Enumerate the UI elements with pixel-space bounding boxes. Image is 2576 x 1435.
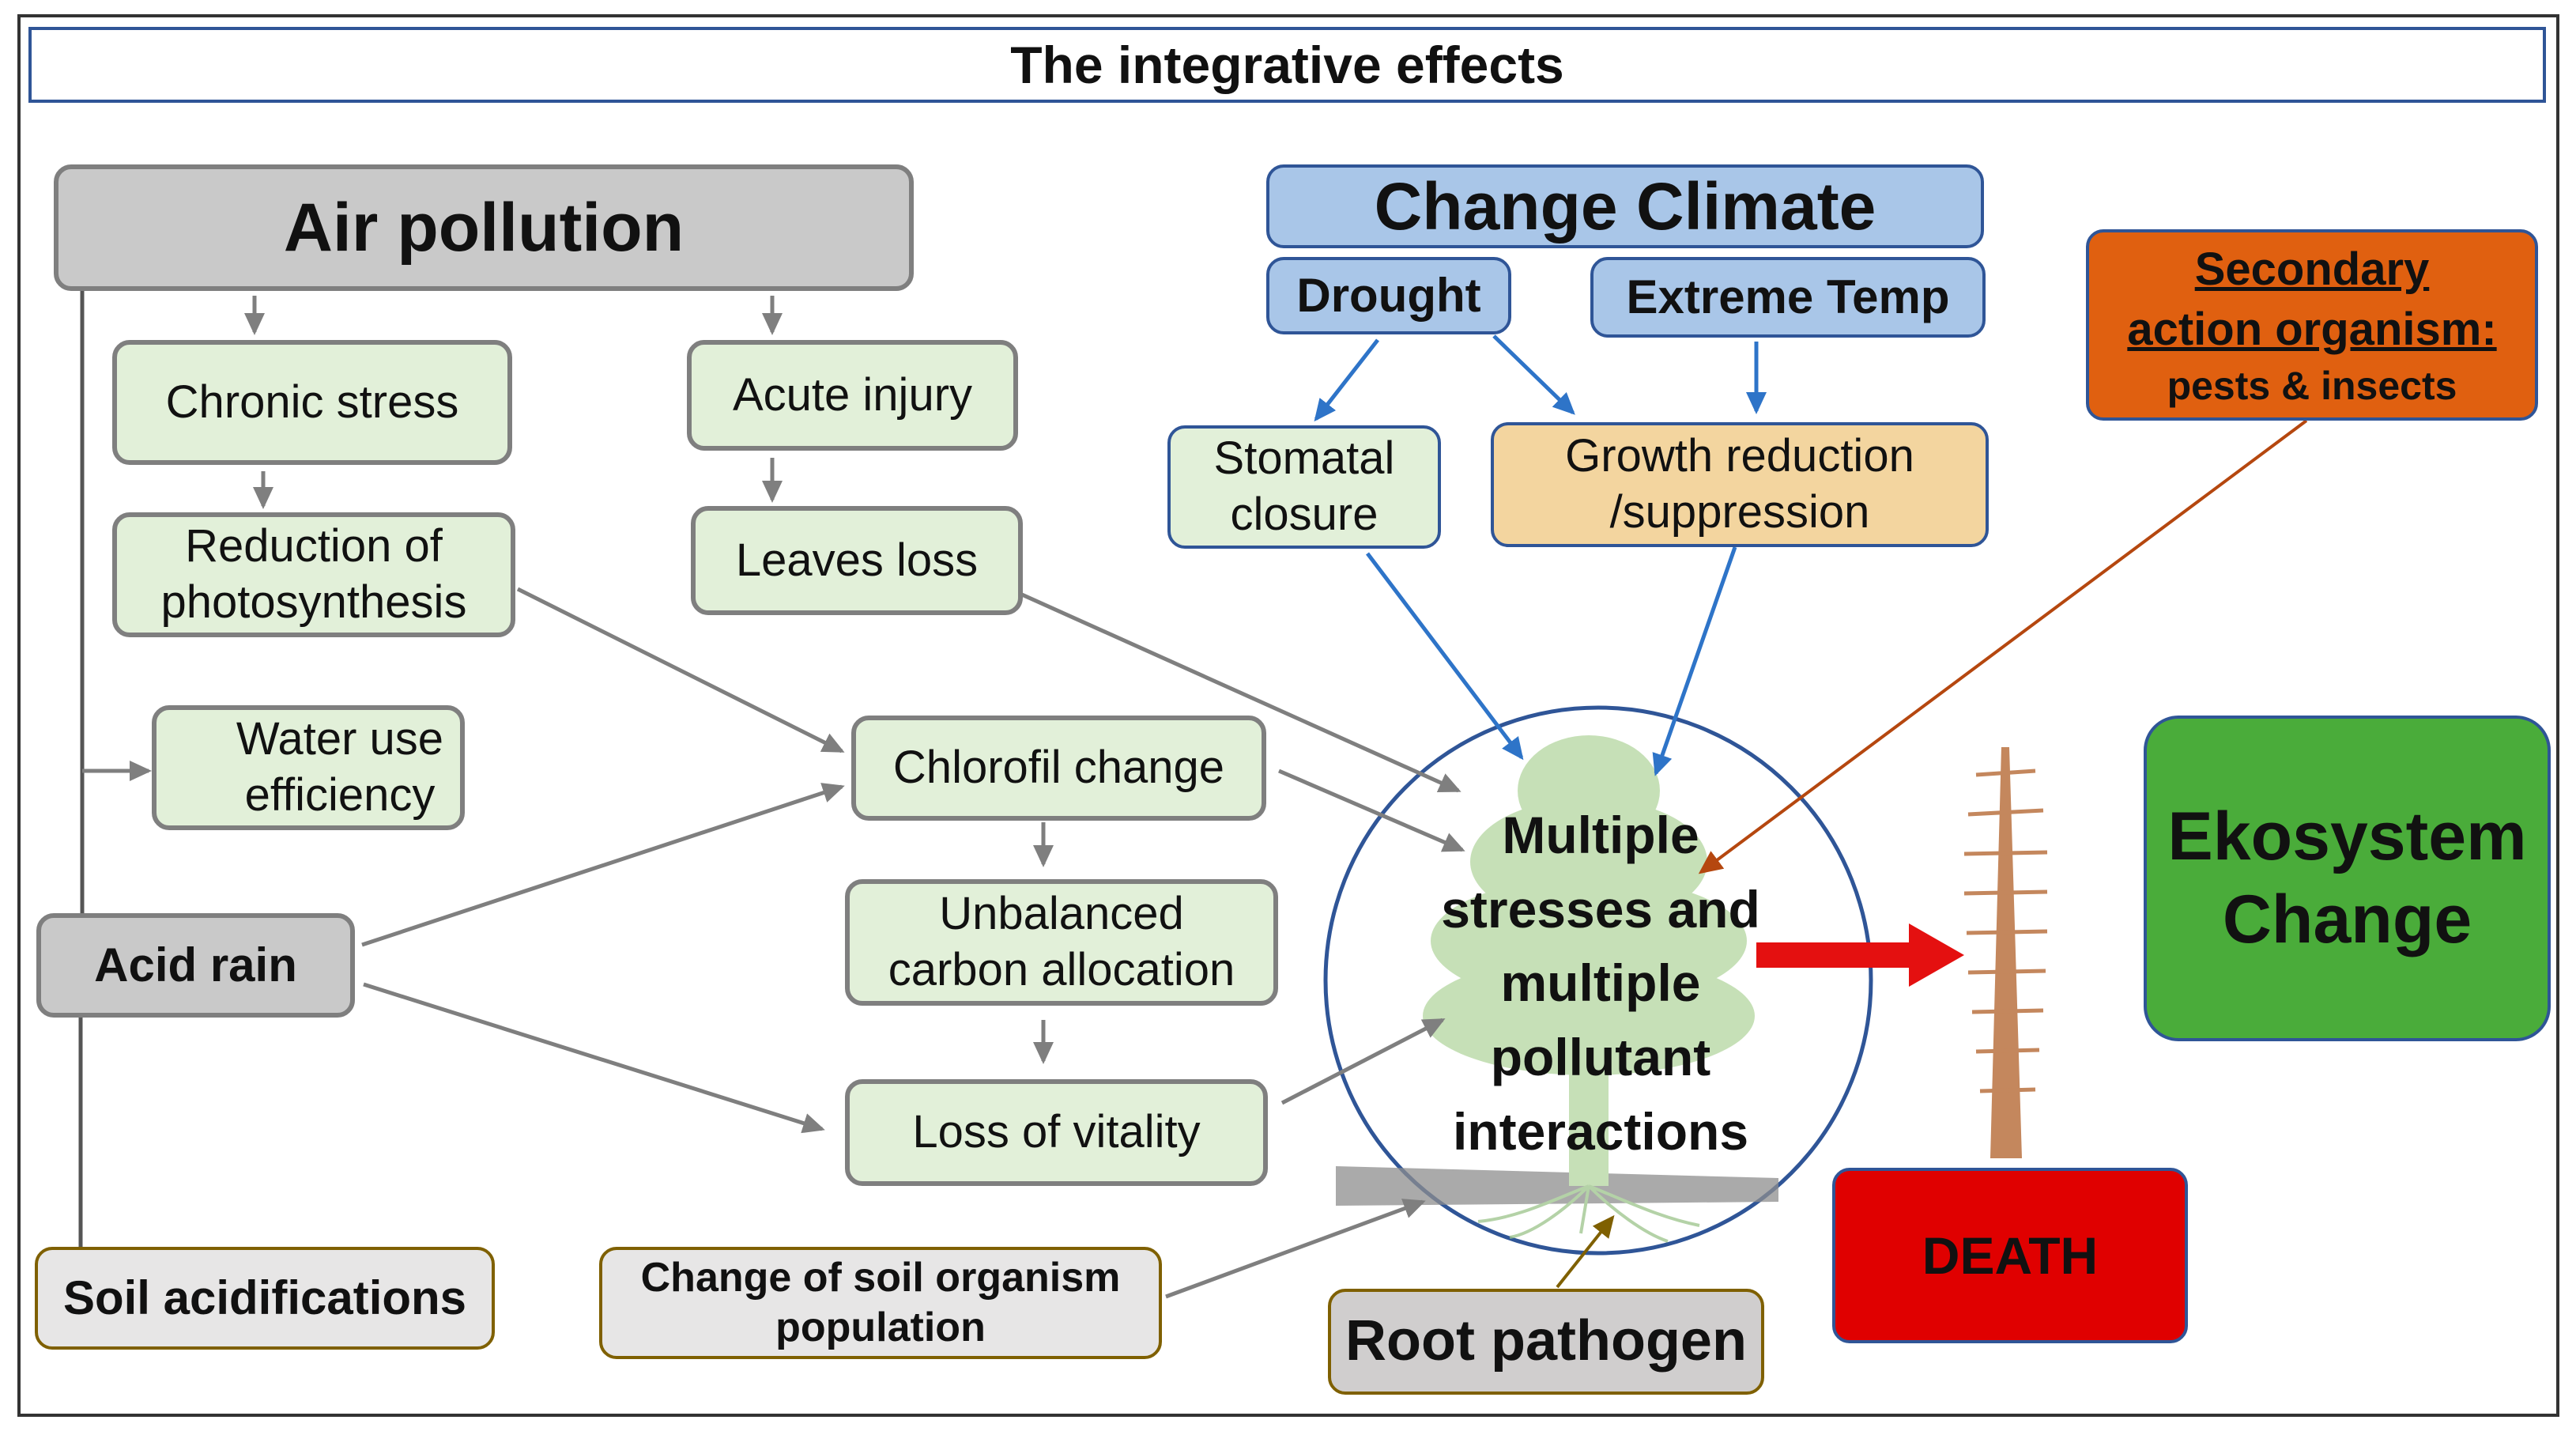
node-secondary-action-organism: Secondary action organism: pests & insec… xyxy=(2086,229,2538,421)
node-soil-acidifications: Soil acidifications xyxy=(35,1247,495,1350)
node-chronic-stress: Chronic stress xyxy=(112,340,512,465)
arrow-secondary-to-circle xyxy=(1698,419,2308,874)
node-unbalanced-carbon: Unbalanced carbon allocation xyxy=(845,879,1278,1006)
arrow-chlorofil-to-circle xyxy=(1278,768,1465,852)
node-stomatal-closure: Stomatal closure xyxy=(1167,425,1441,549)
node-ekosystem-change: Ekosystem Change xyxy=(2144,716,2551,1041)
arrow-acidrain-to-vitality xyxy=(363,982,825,1134)
arrow-acidrain-to-chlorofil xyxy=(361,783,845,947)
node-death: DEATH xyxy=(1832,1168,2188,1343)
arrow-growth-to-circle xyxy=(1652,546,1737,776)
node-change-climate: Change Climate xyxy=(1266,164,1984,248)
arrow-rootpathogen-to-circle xyxy=(1556,1214,1615,1289)
node-leaves-loss: Leaves loss xyxy=(691,506,1023,615)
secondary-title: Secondary action organism: xyxy=(2127,244,2497,355)
node-loss-of-vitality: Loss of vitality xyxy=(845,1079,1268,1186)
node-water-use-efficiency: Water use efficiency xyxy=(152,705,465,830)
arrow-to-death xyxy=(1756,923,1964,987)
arrow-drought-to-growth xyxy=(1492,334,1575,415)
arrow-vitality-to-circle xyxy=(1280,1018,1446,1105)
dead-tree-icon xyxy=(1963,747,2048,1158)
arrow-reduction-to-chlorofil xyxy=(516,587,845,753)
node-chlorofil-change: Chlorofil change xyxy=(851,716,1266,821)
node-change-soil-organism: Change of soil organism population xyxy=(599,1247,1162,1359)
secondary-subtitle: pests & insects xyxy=(2167,363,2457,408)
node-drought: Drought xyxy=(1266,257,1511,334)
node-multiple-stresses: Multiple stresses and multiple pollutant… xyxy=(1441,806,1760,1161)
outer-frame xyxy=(17,14,2559,1417)
node-acid-rain: Acid rain xyxy=(36,913,355,1018)
node-reduction-photosynthesis: Reduction of photosynthesis xyxy=(112,512,515,637)
arrow-leaves-to-circle xyxy=(990,579,1461,793)
arrow-stomatal-to-circle xyxy=(1366,552,1524,761)
arrow-soilorg-to-circle xyxy=(1165,1199,1426,1299)
arrow-drought-to-stomatal xyxy=(1314,338,1379,422)
node-extreme-temp: Extreme Temp xyxy=(1590,257,1986,338)
node-air-pollution: Air pollution xyxy=(54,164,914,291)
node-acute-injury: Acute injury xyxy=(687,340,1018,451)
node-growth-reduction: Growth reduction /suppression xyxy=(1491,422,1989,547)
tree-icon xyxy=(1336,735,1778,1243)
diagram-title: The integrative effects xyxy=(28,27,2546,103)
node-root-pathogen: Root pathogen xyxy=(1328,1289,1764,1395)
